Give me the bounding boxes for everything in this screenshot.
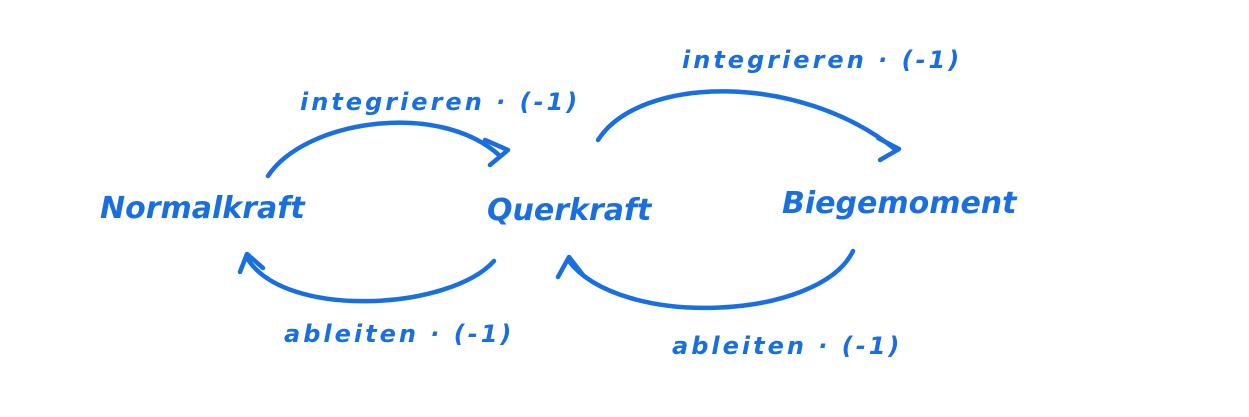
label-quer-to-biege: integrieren · (-1) — [682, 46, 962, 74]
arrowhead-quer-to-biege — [875, 135, 902, 163]
node-querkraft: Querkraft — [487, 193, 653, 228]
arc-biege-to-quer — [565, 248, 856, 311]
edge-biege-to-quer: ableiten · (-1) — [555, 248, 902, 360]
edge-quer-to-normal: ableiten · (-1) — [237, 251, 514, 348]
arrowhead-quer-to-normal — [237, 251, 266, 275]
arc-normal-to-quer — [265, 120, 503, 179]
arc-quer-to-normal — [244, 255, 497, 304]
arc-quer-to-biege — [595, 89, 899, 153]
label-quer-to-normal: ableiten · (-1) — [284, 320, 514, 348]
node-biegemoment: Biegemoment — [782, 186, 1018, 221]
edge-normal-to-quer: integrieren · (-1) — [265, 88, 580, 179]
node-normalkraft: Normalkraft — [100, 191, 306, 226]
label-biege-to-quer: ableiten · (-1) — [672, 332, 902, 360]
arrowhead-biege-to-quer — [555, 254, 586, 280]
edge-quer-to-biege: integrieren · (-1) — [595, 46, 962, 163]
label-normal-to-quer: integrieren · (-1) — [300, 88, 580, 116]
arrowhead-normal-to-quer — [482, 137, 511, 168]
